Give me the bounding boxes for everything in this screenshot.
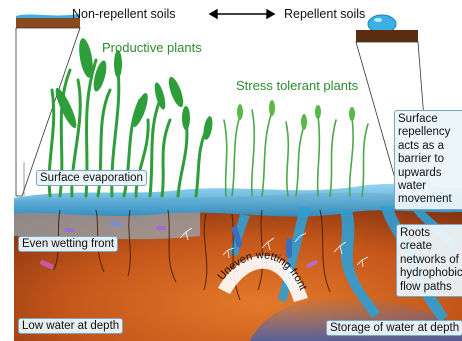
callout-roots-networks-line: hydrophobic (400, 267, 462, 280)
callout-roots-networks-line: Roots (400, 227, 462, 240)
callout-roots-networks: Roots create networks of hydrophobic flo… (396, 224, 462, 297)
label-productive-plants: Productive plants (102, 40, 202, 55)
header-repellent-soils: Repellent soils (284, 7, 365, 21)
callout-storage-of-water: Storage of water at depth (326, 320, 462, 336)
callout-surface-repellency-line: movement (398, 193, 462, 206)
callout-roots-networks-line: create (400, 240, 462, 253)
callout-surface-repellency-line: Surface (398, 113, 462, 126)
callout-roots-networks-line: networks of (400, 254, 462, 267)
callout-surface-evaporation: Surface evaporation (36, 170, 147, 186)
callout-surface-repellency: Surface repellency acts as a barrier to … (394, 110, 462, 210)
header-non-repellent-soils: Non-repellent soils (72, 7, 176, 21)
non-repellent-sample (16, 14, 80, 196)
comparison-arrow (210, 10, 274, 18)
callout-even-wetting-front: Even wetting front (18, 236, 118, 252)
callout-surface-repellency-line: acts as a (398, 140, 462, 153)
callout-surface-repellency-line: upwards (398, 167, 462, 180)
label-stress-tolerant-plants: Stress tolerant plants (236, 78, 358, 93)
label-uneven-wetting-front: Uneven wetting front (216, 244, 316, 304)
callout-surface-repellency-line: water (398, 180, 462, 193)
callout-surface-repellency-line: barrier to (398, 153, 462, 166)
callout-surface-repellency-line: repellency (398, 126, 462, 139)
stress-tolerant-plants (224, 110, 368, 196)
callout-low-water-at-depth: Low water at depth (18, 318, 123, 334)
callout-roots-networks-line: flow paths (400, 281, 462, 294)
